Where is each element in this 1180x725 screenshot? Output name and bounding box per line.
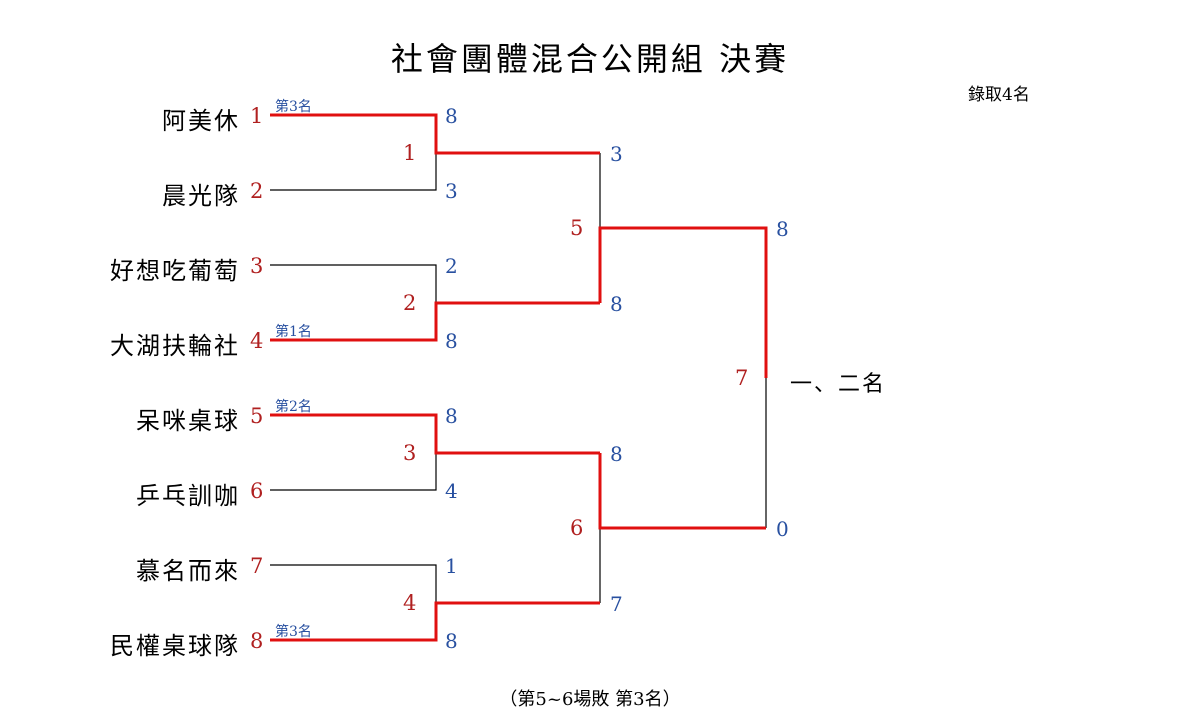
score-m7-bottom: 0 (776, 517, 789, 541)
score-m5-bottom: 8 (610, 292, 623, 316)
win-line-team5 (270, 413, 600, 455)
score-m1-bottom: 3 (445, 179, 458, 203)
place-label-team1: 第3名 (275, 99, 312, 115)
team-name-8: 民權桌球隊 (110, 632, 240, 660)
seed-6: 6 (250, 479, 264, 503)
match-number-4: 4 (403, 591, 417, 615)
team-name-5: 呆咪桌球 (136, 407, 240, 435)
match-number-3: 3 (403, 441, 417, 465)
place-label-team8: 第3名 (275, 624, 312, 640)
team-name-4: 大湖扶輪社 (110, 332, 240, 360)
score-m6-top: 8 (610, 442, 623, 466)
win-line-team4 (270, 301, 600, 342)
match-number-1: 1 (403, 141, 417, 165)
match-number-5: 5 (570, 216, 584, 240)
score-m4-top: 1 (445, 554, 458, 578)
score-m7-top: 8 (776, 217, 789, 241)
seed-7: 7 (250, 554, 264, 578)
team-name-6: 乒乓訓咖 (136, 482, 240, 510)
score-m5-top: 3 (610, 142, 623, 166)
place-label-team5: 第2名 (275, 399, 312, 415)
match-number-6: 6 (570, 516, 584, 540)
win-line-semi6 (598, 453, 766, 530)
team-name-7: 慕名而來 (136, 557, 240, 585)
seed-1: 1 (250, 104, 264, 128)
team-name-3: 好想吃葡萄 (110, 257, 240, 285)
seed-2: 2 (250, 179, 264, 203)
score-m1-top: 8 (445, 104, 458, 128)
final-placement-label: 一、二名 (790, 372, 887, 397)
score-m3-top: 8 (445, 404, 458, 428)
third-place-note: （第5~6場敗 第3名） (499, 689, 681, 710)
win-line-team8 (270, 601, 600, 642)
score-m4-bottom: 8 (445, 629, 458, 653)
line-team7 (270, 564, 437, 603)
score-m2-top: 2 (445, 254, 458, 278)
seed-3: 3 (250, 254, 264, 278)
match-number-2: 2 (403, 291, 417, 315)
win-line-team1 (270, 113, 600, 155)
score-m2-bottom: 8 (445, 329, 458, 353)
seed-4: 4 (250, 329, 264, 353)
team-name-1: 阿美休 (162, 107, 240, 135)
place-label-team4: 第1名 (275, 324, 312, 340)
score-m6-bottom: 7 (610, 592, 623, 616)
team-name-2: 晨光隊 (162, 182, 240, 210)
page-title: 社會團體混合公開組 決賽 (390, 40, 790, 78)
qualifier-note: 錄取4名 (968, 85, 1030, 105)
win-line-semi5 (598, 226, 768, 378)
line-team3 (270, 264, 437, 303)
seed-5: 5 (250, 404, 264, 428)
line-team6 (270, 453, 437, 491)
score-m3-bottom: 4 (445, 479, 458, 503)
seed-8: 8 (250, 629, 264, 653)
line-team2 (270, 153, 437, 191)
match-number-7: 7 (735, 366, 749, 390)
